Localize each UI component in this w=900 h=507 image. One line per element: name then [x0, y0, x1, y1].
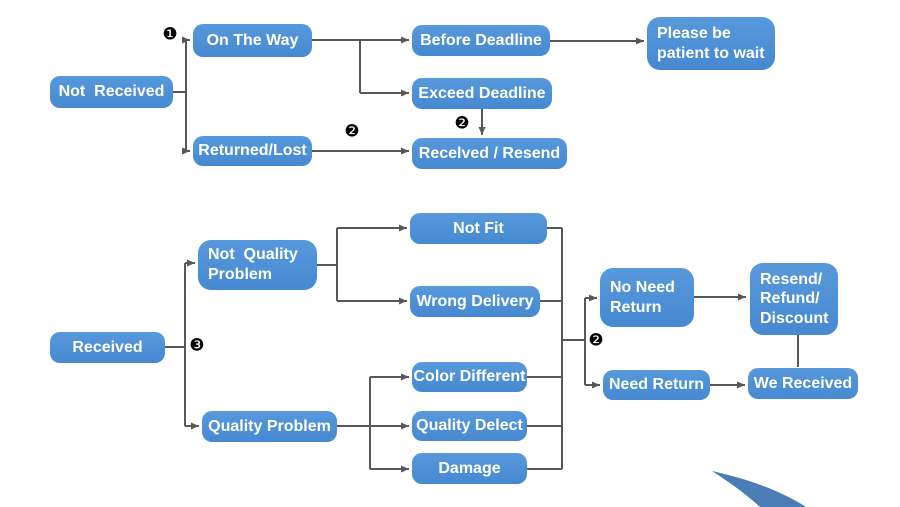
node-received-resend: Recelved / Resend	[412, 138, 567, 169]
node-not-fit: Not Fit	[410, 213, 547, 244]
node-not-quality-problem: Not Quality Problem	[198, 240, 317, 290]
node-received: Received	[50, 332, 165, 363]
node-quality-delect: Quality Delect	[412, 411, 527, 441]
swoosh-decoration	[712, 471, 806, 507]
node-need-return: Need Return	[603, 370, 710, 400]
step-2-badge-return: ❷	[588, 330, 604, 351]
node-before-deadline: Before Deadline	[412, 25, 550, 56]
step-2-badge-returned: ❷	[344, 121, 360, 142]
node-exceed-deadline: Exceed Deadline	[412, 78, 552, 109]
node-wrong-delivery: Wrong Delivery	[410, 286, 540, 317]
step-3-badge: ❸	[189, 335, 205, 356]
node-quality-problem: Quality Problem	[202, 411, 337, 442]
step-2-badge-deadline: ❷	[454, 113, 470, 134]
node-color-different: Color Different	[412, 362, 527, 392]
node-no-need-return: No Need Return	[600, 268, 694, 327]
node-not-received: Not Received	[50, 76, 173, 108]
node-damage: Damage	[412, 453, 527, 484]
step-1-badge: ❶	[162, 24, 178, 45]
node-we-received: We Received	[748, 368, 858, 399]
node-returned-lost: Returned/Lost	[193, 136, 312, 166]
node-resend-refund-discount: Resend/ Refund/ Discount	[750, 263, 838, 335]
node-on-the-way: On The Way	[193, 24, 312, 57]
connector-arrows	[182, 36, 746, 473]
node-please-be-patient-to-wait: Please be patient to wait	[647, 17, 775, 70]
connector-segments	[165, 40, 799, 470]
